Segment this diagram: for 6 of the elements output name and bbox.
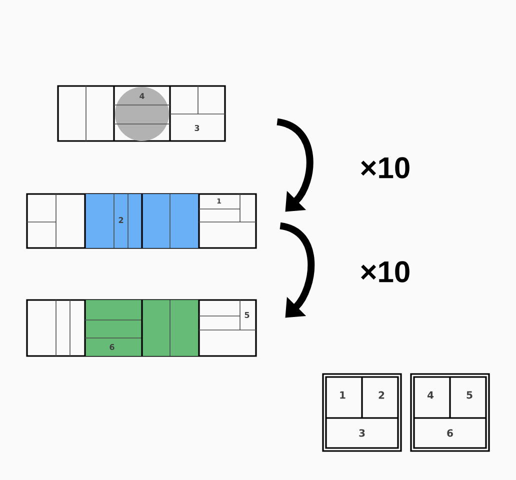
key-box: 1 2 3	[322, 373, 402, 452]
key-box: 4 5 6	[410, 373, 490, 452]
multiplier-label: ×10	[361, 261, 410, 282]
shelf-strip: 5 6	[26, 299, 257, 357]
multiplier-label: ×10	[361, 157, 410, 178]
shelf-strip: 4 3	[57, 85, 226, 142]
